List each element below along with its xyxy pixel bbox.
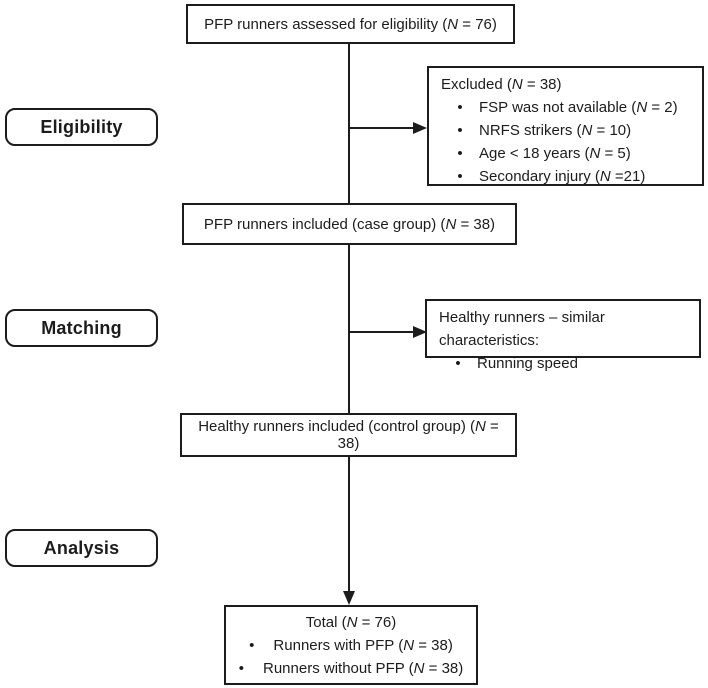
bullet-dot-icon bbox=[249, 637, 254, 654]
bullet-dot-icon bbox=[439, 352, 477, 375]
box-total: Total (N = 76) Runners with PFP (N = 38)… bbox=[224, 605, 478, 685]
box-control-group: Healthy runners included (control group)… bbox=[180, 413, 517, 457]
phase-label-matching-text: Matching bbox=[41, 317, 122, 338]
connector-case-to-control bbox=[348, 245, 350, 413]
box-case-group-text: PFP runners included (case group) (N = 3… bbox=[203, 215, 496, 233]
excluded-bullet-text: NRFS strikers (N = 10) bbox=[479, 122, 632, 139]
bullet-dot-icon bbox=[239, 660, 244, 677]
matching-bullet-item: Running speed bbox=[439, 352, 693, 375]
phase-label-eligibility: Eligibility bbox=[5, 108, 158, 146]
excluded-bullet-text: Age < 18 years (N = 5) bbox=[479, 145, 631, 162]
bullet-dot-icon bbox=[441, 142, 479, 165]
total-bullet-item: Runners without PFP (N = 38) bbox=[239, 657, 464, 680]
arrowhead-down-total-icon bbox=[343, 591, 355, 605]
bullet-dot-icon bbox=[441, 96, 479, 119]
box-excluded-title: Excluded (N = 38) bbox=[441, 76, 562, 93]
total-bullet-item: Runners with PFP (N = 38) bbox=[249, 634, 453, 657]
excluded-bullet-text: FSP was not available (N = 2) bbox=[479, 99, 678, 116]
connector-branch-excluded bbox=[349, 127, 414, 129]
connector-assessed-to-case bbox=[348, 44, 350, 204]
box-case-group: PFP runners included (case group) (N = 3… bbox=[182, 203, 517, 245]
excluded-bullet-item: Secondary injury (N =21) bbox=[441, 165, 696, 188]
bullet-dot-icon bbox=[441, 165, 479, 188]
box-total-title: Total (N = 76) bbox=[305, 613, 397, 631]
excluded-bullet-item: FSP was not available (N = 2) bbox=[441, 96, 696, 119]
box-assessed: PFP runners assessed for eligibility (N … bbox=[186, 4, 515, 44]
connector-branch-matching bbox=[349, 331, 414, 333]
box-assessed-text: PFP runners assessed for eligibility (N … bbox=[204, 15, 497, 33]
total-bullet-text: Runners with PFP (N = 38) bbox=[273, 636, 453, 654]
matching-bullet-text: Running speed bbox=[477, 355, 578, 372]
excluded-bullet-item: Age < 18 years (N = 5) bbox=[441, 142, 696, 165]
phase-label-matching: Matching bbox=[5, 309, 158, 347]
excluded-bullet-text: Secondary injury (N =21) bbox=[479, 168, 646, 185]
box-matching-criteria: Healthy runners – similar characteristic… bbox=[425, 299, 701, 372]
phase-label-eligibility-text: Eligibility bbox=[40, 116, 123, 137]
total-bullet-text: Runners without PFP (N = 38) bbox=[263, 659, 464, 677]
phase-label-analysis: Analysis bbox=[5, 529, 158, 567]
box-matching-criteria-title: Healthy runners – similar characteristic… bbox=[439, 309, 605, 349]
box-excluded: Excluded (N = 38) FSP was not available … bbox=[427, 66, 704, 186]
bullet-dot-icon bbox=[441, 119, 479, 142]
box-control-group-text: Healthy runners included (control group)… bbox=[198, 418, 499, 452]
arrowhead-right-excluded-icon bbox=[413, 122, 427, 134]
excluded-bullet-item: NRFS strikers (N = 10) bbox=[441, 119, 696, 142]
connector-control-to-total bbox=[348, 457, 350, 591]
arrowhead-right-matching-icon bbox=[413, 326, 427, 338]
phase-label-analysis-text: Analysis bbox=[43, 537, 120, 558]
